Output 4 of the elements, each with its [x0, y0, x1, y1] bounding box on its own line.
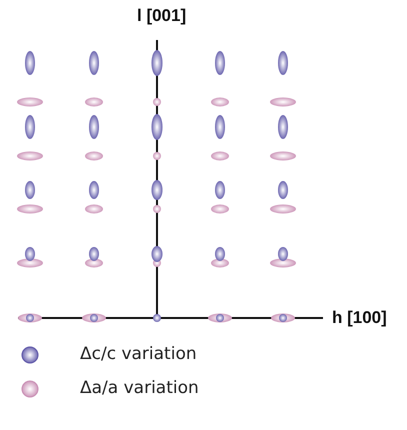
axis-label: h [100]: [332, 308, 387, 328]
legend-text: Δc/c variation: [80, 344, 197, 364]
legend-text: Δa/a variation: [80, 378, 199, 398]
axis-label: l [001]: [137, 6, 186, 26]
